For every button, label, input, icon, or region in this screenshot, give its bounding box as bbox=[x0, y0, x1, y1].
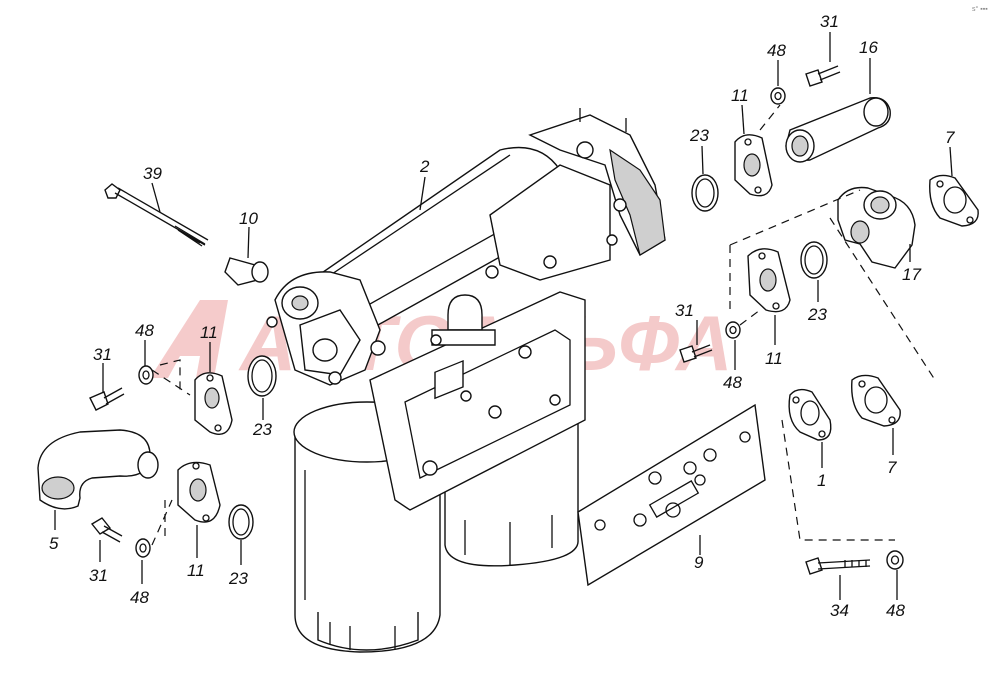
o-ring-23-left-bottom bbox=[228, 504, 254, 540]
elbow-pipe-5 bbox=[37, 429, 159, 510]
callout-11-right-mid: 11 bbox=[765, 349, 783, 368]
o-ring-23-right-mid bbox=[800, 241, 828, 279]
callout-23-right-mid: 23 bbox=[807, 305, 827, 324]
elbow-flange-17 bbox=[837, 186, 916, 269]
gasket-1 bbox=[788, 388, 832, 441]
o-ring-23-top-right bbox=[691, 174, 719, 212]
flange-11-left-top bbox=[194, 372, 233, 435]
callout-48-left-bottom: 48 bbox=[130, 588, 149, 607]
long-bolt-39 bbox=[104, 183, 209, 247]
left-bolt-31-bottom bbox=[90, 517, 123, 543]
callout-48-left-top: 48 bbox=[135, 321, 154, 340]
callout-48-bottom-right: 48 bbox=[886, 601, 905, 620]
callout-labels: 2 39 10 31 48 11 23 5 31 48 11 23 31 48 … bbox=[49, 12, 955, 620]
assembly-dashed-lines bbox=[151, 104, 936, 546]
washer-48-bottom-right bbox=[886, 550, 904, 570]
callout-2: 2 bbox=[419, 157, 430, 176]
callout-23-left-bottom: 23 bbox=[228, 569, 248, 588]
bolt-34 bbox=[805, 557, 871, 575]
callout-16: 16 bbox=[859, 38, 878, 57]
washer-48-left-bottom bbox=[135, 538, 151, 558]
washer-48-right-mid bbox=[725, 321, 741, 339]
callout-48-right-mid: 48 bbox=[723, 373, 742, 392]
callout-7-right-bottom: 7 bbox=[887, 458, 897, 477]
o-ring-23-left-top bbox=[247, 355, 277, 397]
corner-note: s° ▪▪▪ bbox=[972, 5, 988, 13]
callout-34: 34 bbox=[830, 601, 849, 620]
callout-10: 10 bbox=[239, 209, 258, 228]
flange-11-top-right bbox=[734, 134, 773, 197]
left-bolt-31-top bbox=[89, 387, 125, 411]
callout-17: 17 bbox=[902, 265, 921, 284]
oil-filter-housing bbox=[266, 108, 666, 653]
callout-31-left-bottom: 31 bbox=[89, 566, 108, 585]
callout-31-left-top: 31 bbox=[93, 345, 112, 364]
callout-39: 39 bbox=[143, 164, 162, 183]
callout-23-top-right: 23 bbox=[689, 126, 709, 145]
plate-gasket-9 bbox=[577, 403, 766, 587]
callout-31-top-right: 31 bbox=[820, 12, 839, 31]
washer-48-top-right bbox=[770, 87, 786, 105]
gasket-7-top-right bbox=[929, 174, 979, 227]
callout-23-left-top: 23 bbox=[252, 420, 272, 439]
callout-1: 1 bbox=[817, 471, 826, 490]
tube-16 bbox=[785, 97, 891, 163]
callout-31-right-mid: 31 bbox=[675, 301, 694, 320]
bolt-31-top-right bbox=[805, 65, 841, 87]
callout-11-left-top: 11 bbox=[200, 323, 218, 342]
washer-48-left-top bbox=[138, 365, 154, 385]
callout-11-top-right: 11 bbox=[731, 86, 749, 105]
callout-5: 5 bbox=[49, 534, 59, 553]
bolt-31-right-mid bbox=[679, 344, 713, 363]
flange-11-left-bottom bbox=[177, 461, 221, 523]
callout-48-top-right: 48 bbox=[767, 41, 786, 60]
spacer-sleeve-10 bbox=[224, 257, 269, 286]
callout-9: 9 bbox=[694, 553, 704, 572]
leader-lines bbox=[54, 32, 953, 600]
flange-11-right-mid bbox=[747, 248, 791, 313]
callout-11-left-bottom: 11 bbox=[187, 561, 205, 580]
callout-7-top-right: 7 bbox=[945, 128, 955, 147]
gasket-7-right-bottom bbox=[851, 374, 901, 427]
